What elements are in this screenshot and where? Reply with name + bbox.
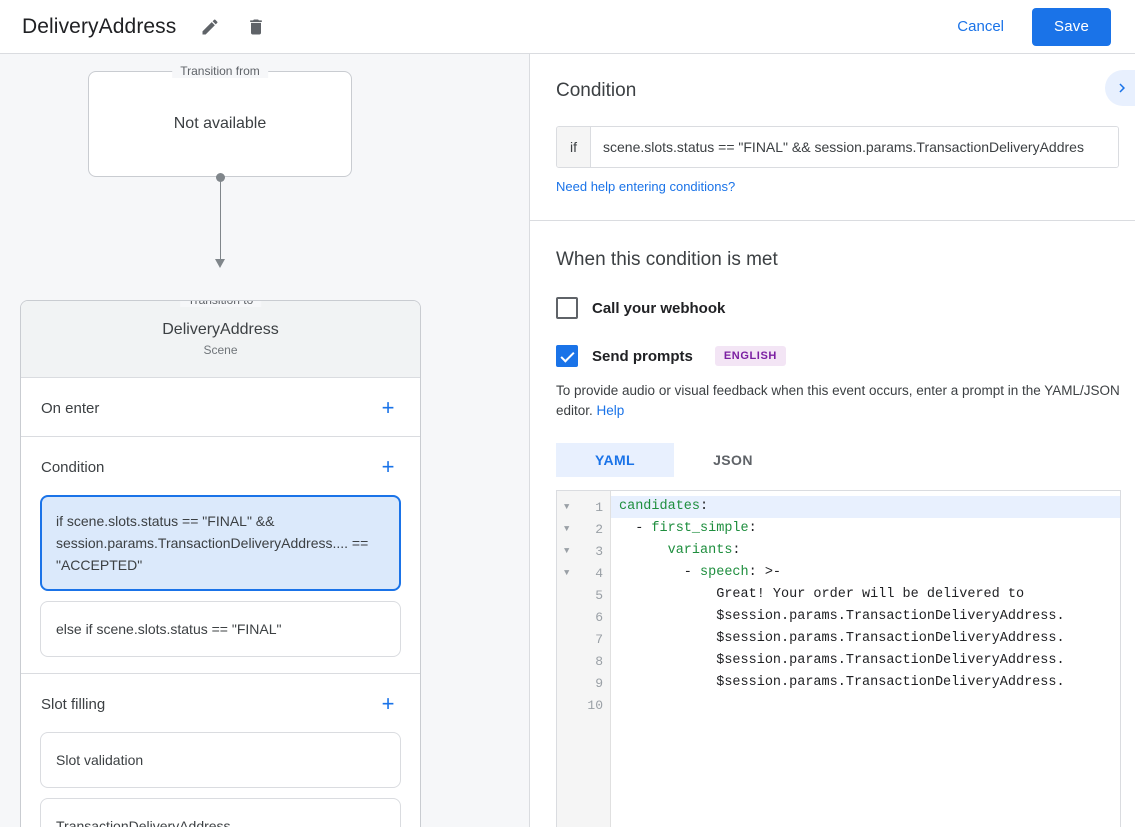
connector-line <box>220 179 221 261</box>
chevron-right-icon[interactable] <box>1105 70 1135 106</box>
editor-line-number: ▼3 <box>564 543 603 559</box>
section-condition-body: if scene.slots.status == "FINAL" && sess… <box>21 495 420 673</box>
save-button[interactable]: Save <box>1032 7 1111 46</box>
editor-code-line: $session.params.TransactionDeliveryAddre… <box>619 609 1065 624</box>
editor-line-number: 5 <box>595 587 603 603</box>
prompts-helper-text: To provide audio or visual feedback when… <box>556 381 1121 421</box>
transition-from-card: Transition from Not available <box>88 64 352 177</box>
top-bar-actions: Cancel Save <box>951 7 1111 46</box>
editor-line-number: ▼4 <box>564 565 603 581</box>
slot-item-transaction-delivery-address[interactable]: TransactionDeliveryAddress <box>40 798 401 827</box>
add-on-enter-button[interactable]: + <box>381 395 395 420</box>
condition-heading: Condition <box>556 80 637 101</box>
editor-line-number: 7 <box>595 631 603 647</box>
section-on-enter-header[interactable]: On enter + <box>21 378 420 436</box>
send-prompts-row: Send prompts ENGLISH <box>556 345 1135 367</box>
editor-line-number: 8 <box>595 653 603 669</box>
editor-line-number: 9 <box>595 675 603 691</box>
editor-code-line: Great! Your order will be delivered to <box>619 587 1025 602</box>
tab-json[interactable]: JSON <box>674 443 792 477</box>
editor-line-number: 10 <box>587 697 603 713</box>
page-title: DeliveryAddress <box>22 14 177 38</box>
pencil-icon[interactable] <box>198 15 222 39</box>
editor-code-line: - speech: >- <box>619 565 782 580</box>
editor-line-number: ▼2 <box>564 521 603 537</box>
connector-arrow-icon <box>215 259 225 268</box>
editor-code-line: - first_simple: <box>619 521 757 536</box>
section-condition-header[interactable]: Condition + <box>21 437 420 495</box>
editor-code-line: $session.params.TransactionDeliveryAddre… <box>619 675 1065 690</box>
condition-help-link[interactable]: Need help entering conditions? <box>556 179 736 194</box>
code-editor[interactable]: ▼1 ▼2 ▼3 ▼4 5 6 7 8 9 10 candidates: - first_simp… <box>556 490 1121 827</box>
transition-to-panel: Transition to DeliveryAddress Scene On e… <box>20 300 421 827</box>
section-on-enter: On enter + <box>21 378 420 437</box>
tab-yaml[interactable]: YAML <box>556 443 674 477</box>
section-slot-filling-header[interactable]: Slot filling + <box>21 674 420 732</box>
body: Transition from Not available Transition… <box>0 54 1135 827</box>
section-on-enter-title: On enter <box>41 399 100 417</box>
section-condition-title: Condition <box>41 458 105 476</box>
scene-header: DeliveryAddress Scene <box>21 301 420 378</box>
editor-code-line: variants: <box>667 543 741 558</box>
trash-icon[interactable] <box>244 15 268 39</box>
transition-connector <box>215 173 225 282</box>
editor-format-tabs: YAML JSON <box>556 443 1135 477</box>
editor-code-line <box>611 694 1120 716</box>
condition-item-selected[interactable]: if scene.slots.status == "FINAL" && sess… <box>40 495 401 591</box>
condition-item[interactable]: else if scene.slots.status == "FINAL" <box>40 601 401 657</box>
section-slot-filling-title: Slot filling <box>41 695 106 713</box>
condition-if-label: if <box>557 127 591 167</box>
connector-dot <box>216 173 225 182</box>
webhook-row: Call your webhook <box>556 297 1135 319</box>
when-condition-met-section: When this condition is met Call your web… <box>530 221 1135 827</box>
section-slot-filling: Slot filling + Slot validation Transacti… <box>21 674 420 827</box>
when-condition-met-heading: When this condition is met <box>556 249 778 270</box>
fold-arrow-icon[interactable]: ▼ <box>564 545 570 556</box>
prompts-helper-sentence: To provide audio or visual feedback when… <box>556 383 1120 418</box>
condition-input[interactable] <box>591 127 1118 167</box>
condition-input-row: if <box>556 126 1119 168</box>
fold-arrow-icon[interactable]: ▼ <box>564 501 570 512</box>
left-panel: Transition from Not available Transition… <box>0 54 530 827</box>
prompts-help-link[interactable]: Help <box>596 403 625 418</box>
call-webhook-checkbox[interactable] <box>556 297 578 319</box>
language-badge: ENGLISH <box>714 346 786 366</box>
section-condition: Condition + if scene.slots.status == "FI… <box>21 437 420 674</box>
editor-code-line: $session.params.TransactionDeliveryAddre… <box>619 653 1065 668</box>
add-slot-filling-button[interactable]: + <box>381 691 395 716</box>
transition-from-value: Not available <box>173 115 267 132</box>
transition-from-legend: Transition from <box>172 64 268 78</box>
send-prompts-checkbox[interactable] <box>556 345 578 367</box>
editor-code-area[interactable]: candidates: - first_simple: variants: - … <box>611 491 1120 827</box>
fold-arrow-icon[interactable]: ▼ <box>564 567 570 578</box>
scene-type: Scene <box>203 343 238 357</box>
send-prompts-label: Send prompts <box>592 347 693 365</box>
section-slot-filling-body: Slot validation TransactionDeliveryAddre… <box>21 732 420 827</box>
cancel-button[interactable]: Cancel <box>951 10 1010 43</box>
call-webhook-label: Call your webhook <box>592 299 726 317</box>
transition-to-legend: Transition to <box>179 301 262 307</box>
editor-gutter: ▼1 ▼2 ▼3 ▼4 5 6 7 8 9 10 <box>557 491 611 827</box>
right-panel: Condition if Need help entering conditio… <box>530 54 1135 827</box>
condition-section: Condition if Need help entering conditio… <box>530 54 1135 221</box>
scene-name: DeliveryAddress <box>162 321 279 338</box>
slot-validation-item[interactable]: Slot validation <box>40 732 401 788</box>
add-condition-button[interactable]: + <box>381 454 395 479</box>
editor-code-line: $session.params.TransactionDeliveryAddre… <box>619 631 1065 646</box>
editor-line-number: ▼1 <box>564 499 603 515</box>
fold-arrow-icon[interactable]: ▼ <box>564 523 570 534</box>
top-bar: DeliveryAddress Cancel Save <box>0 0 1135 54</box>
editor-code-line: candidates: <box>611 496 1120 518</box>
editor-line-number: 6 <box>595 609 603 625</box>
